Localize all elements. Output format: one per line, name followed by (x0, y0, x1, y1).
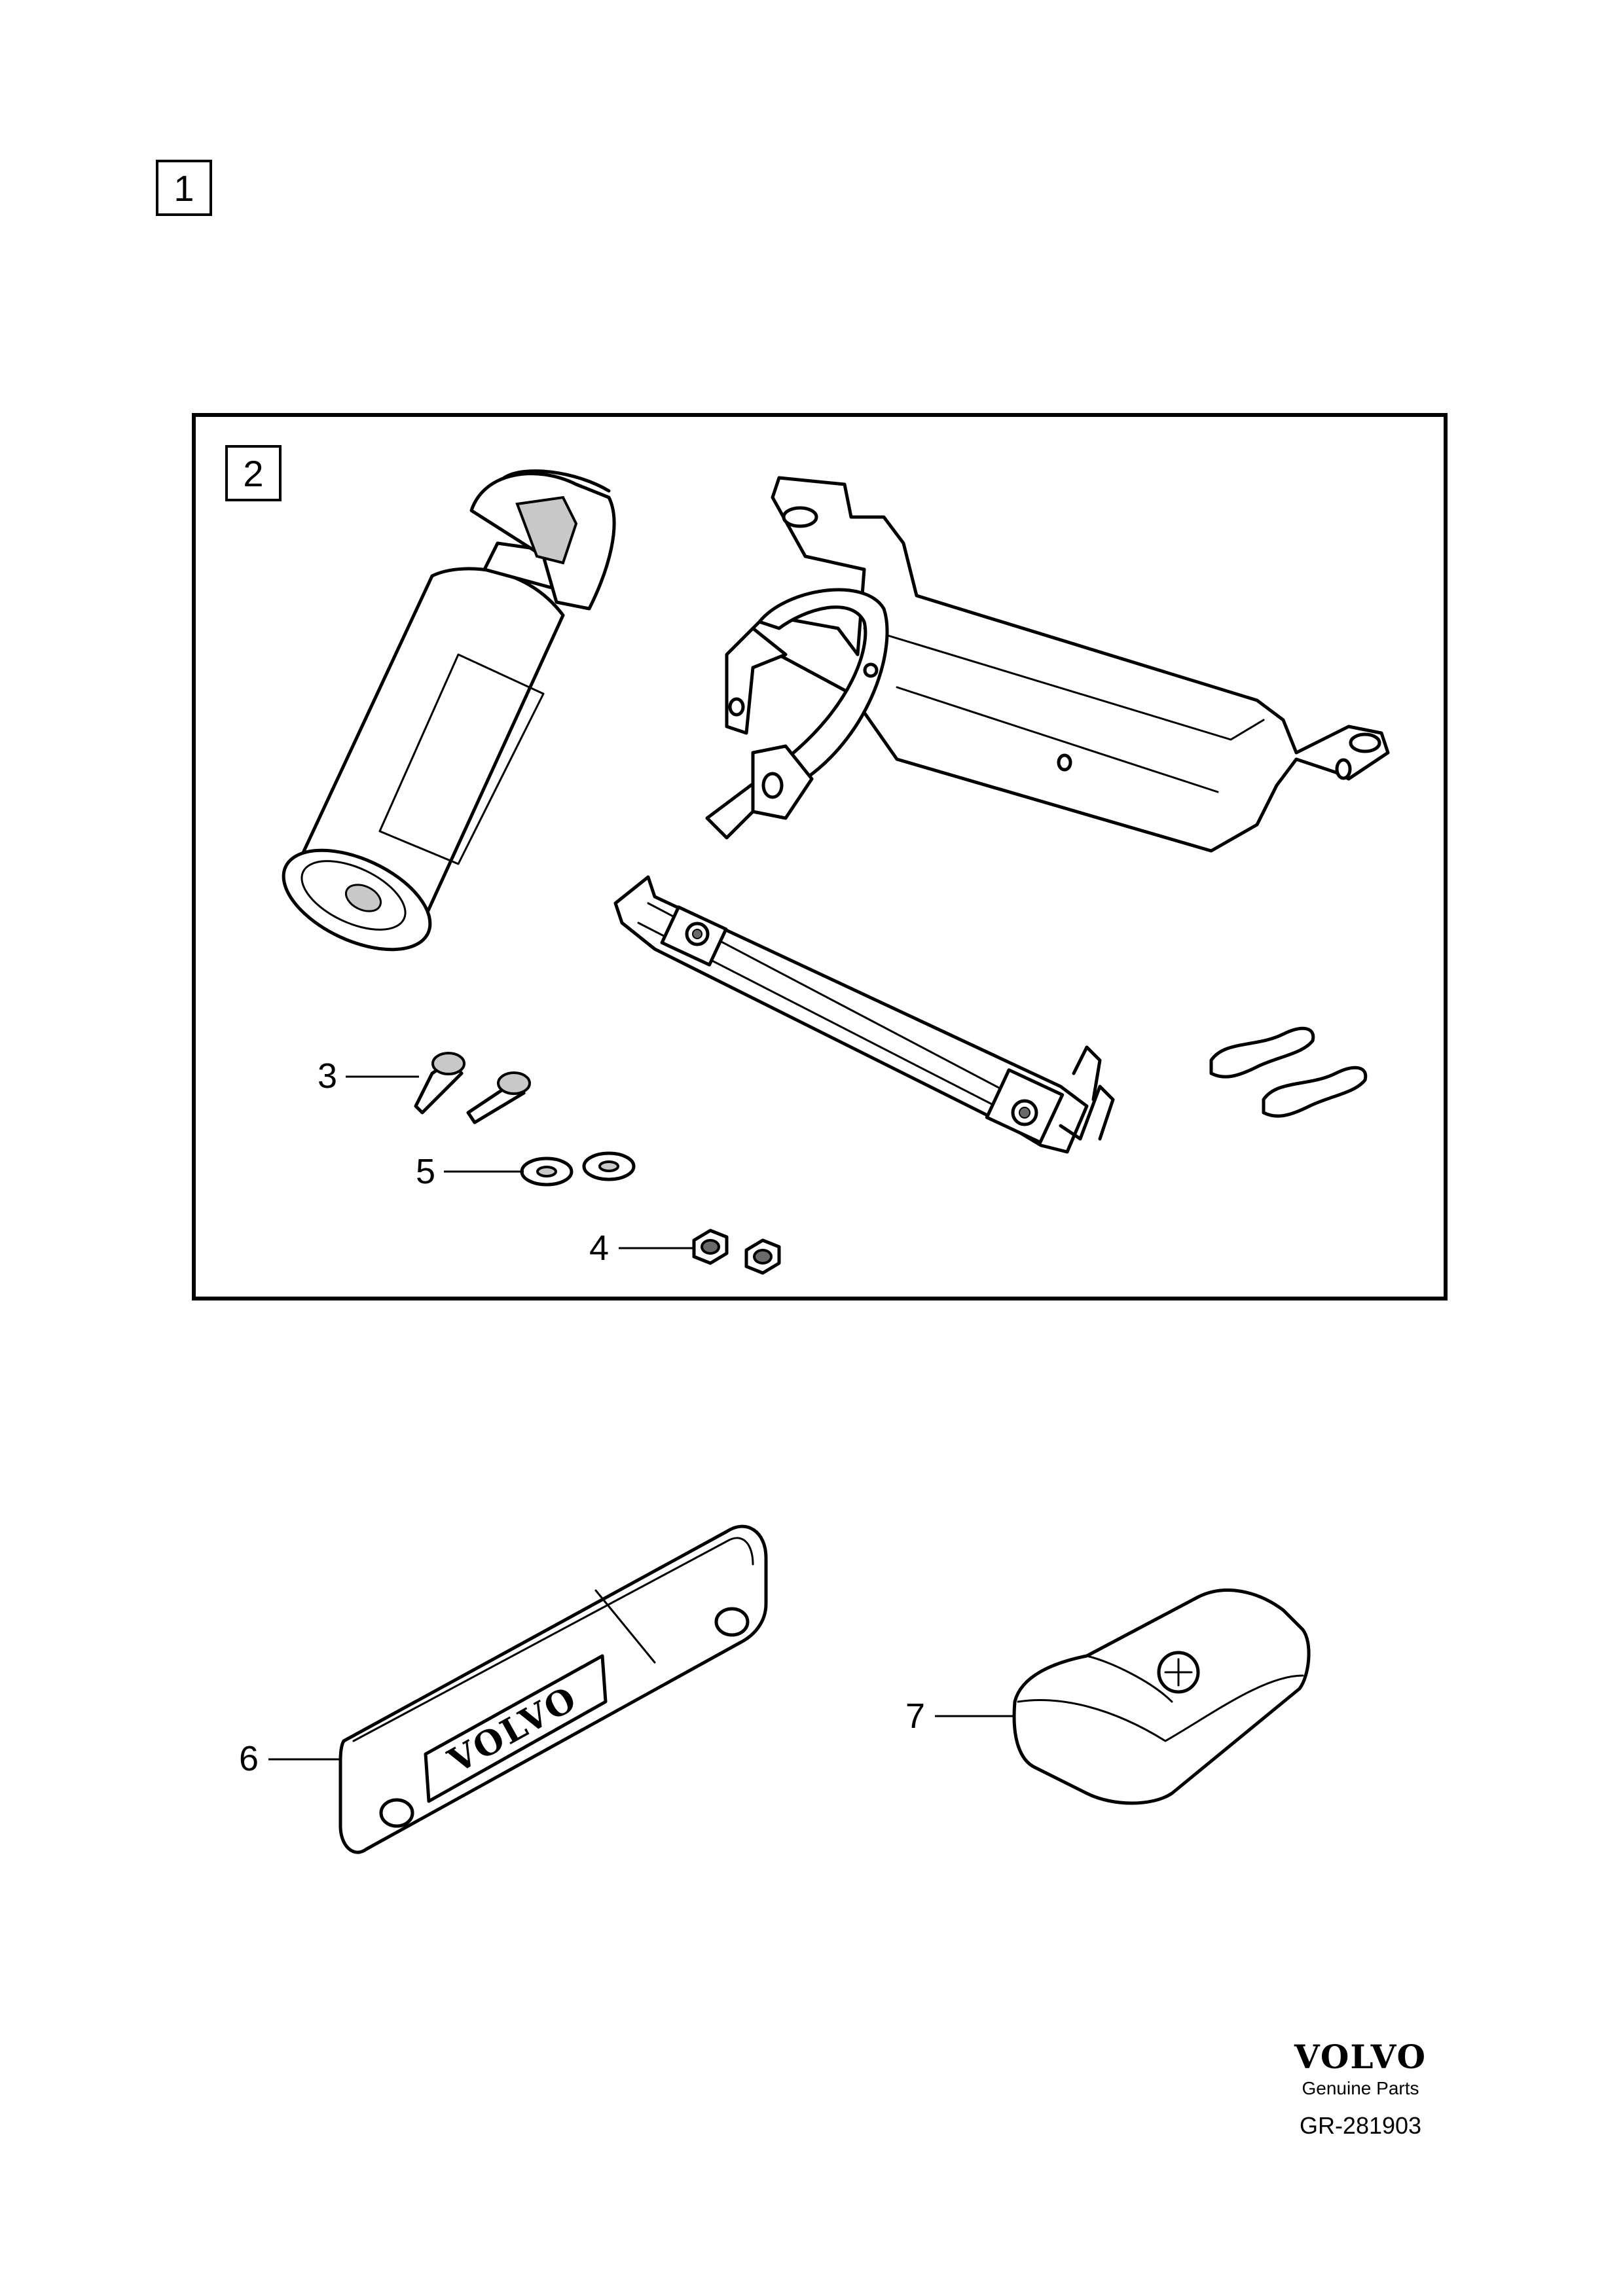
mounting-strap-illustration (613, 875, 1115, 1154)
group-label-1: 1 (156, 160, 212, 216)
nuts-illustration (692, 1229, 781, 1275)
first-aid-kit-illustration (1012, 1588, 1311, 1805)
callout-5: 5 (416, 1152, 524, 1191)
callout-6: 6 (239, 1739, 340, 1778)
extinguisher-bracket-illustration (705, 476, 1390, 853)
group-label-1-text: 1 (173, 168, 194, 209)
group-label-2-text: 2 (243, 453, 263, 494)
footer: VOLVO Genuine Parts GR-281903 (1294, 2037, 1427, 2139)
callout-6-label: 6 (239, 1739, 259, 1778)
callout-4-label: 4 (589, 1229, 609, 1268)
footer-doc-id: GR-281903 (1300, 2112, 1421, 2139)
group-2-frame (192, 413, 1448, 1300)
footer-subtitle: Genuine Parts (1302, 2078, 1419, 2098)
group-label-2: 2 (225, 445, 282, 501)
callout-3-label: 3 (318, 1056, 337, 1096)
washers-illustration (520, 1151, 636, 1187)
screws-illustration (414, 1052, 531, 1124)
rubber-strips-illustration (1209, 1026, 1368, 1118)
callout-4: 4 (589, 1229, 693, 1268)
warning-triangle-case-illustration: VOLVO (338, 1524, 768, 1854)
fire-extinguisher-illustration (282, 469, 616, 952)
callout-3: 3 (318, 1056, 419, 1096)
footer-brand: VOLVO (1294, 2037, 1427, 2076)
callout-7-label: 7 (905, 1696, 925, 1736)
callout-7: 7 (905, 1696, 1013, 1736)
callout-5-label: 5 (416, 1152, 435, 1191)
